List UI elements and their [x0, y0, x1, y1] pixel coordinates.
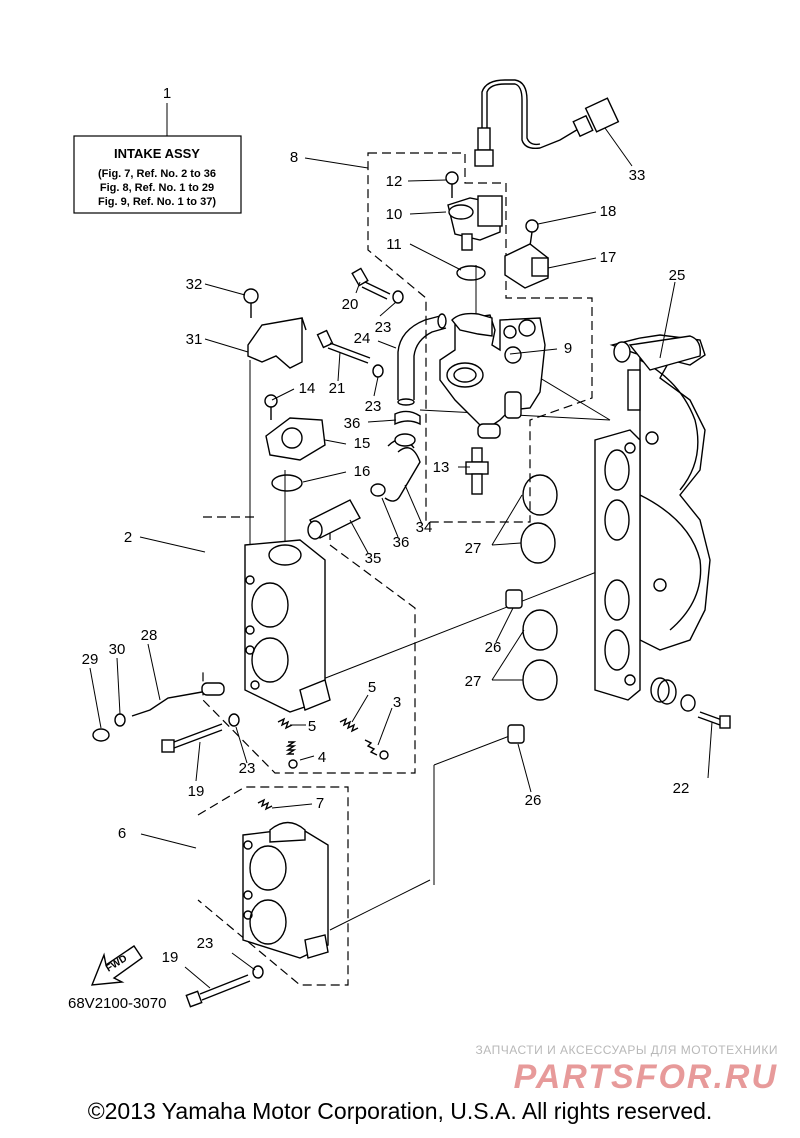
link-rod-28 [92, 682, 225, 742]
callout-15: 15 [354, 435, 371, 452]
callout-29: 29 [82, 651, 99, 668]
callout-20: 20 [342, 296, 359, 313]
intake-assy-title-box: INTAKE ASSY (Fig. 7, Ref. No. 2 to 36 Fi… [73, 103, 242, 214]
callout-21: 21 [329, 380, 346, 397]
collars-26 [505, 589, 525, 744]
callout-24: 24 [354, 330, 371, 347]
callout-14: 14 [299, 380, 316, 397]
callout-12: 12 [386, 173, 403, 190]
wiring-harness-33 [474, 79, 633, 167]
bolt-22 [650, 677, 731, 729]
callout-31: 31 [186, 331, 203, 348]
fwd-direction-icon: FWD [90, 945, 143, 986]
callout-11: 11 [386, 236, 402, 253]
callout-26b: 26 [525, 792, 542, 809]
title-line-1: (Fig. 7, Ref. No. 2 to 36 [98, 168, 216, 180]
title-line-3: Fig. 9, Ref. No. 1 to 37) [98, 196, 216, 208]
springs-and-screws [277, 717, 389, 769]
callout-25: 25 [669, 267, 686, 284]
callout-23a: 23 [375, 319, 392, 336]
assembly-outlines [197, 152, 593, 986]
callout-19b: 19 [162, 949, 179, 966]
plug-13 [465, 447, 489, 495]
throttle-body-2 [244, 539, 331, 713]
callout-23d: 23 [197, 935, 214, 952]
callout-23b: 23 [365, 398, 382, 415]
callout-28: 28 [141, 627, 158, 644]
callout-23c: 23 [239, 760, 256, 777]
hose-parts [307, 410, 421, 540]
callout-9: 9 [564, 340, 572, 357]
callout-30: 30 [109, 641, 126, 658]
intake-housing-9 [439, 312, 546, 439]
watermark-logo: PARTSFOR.RU [513, 1058, 778, 1096]
reference-lines [249, 265, 641, 931]
bolt-20 [351, 267, 404, 304]
callout-10: 10 [386, 206, 403, 223]
title-heading: INTAKE ASSY [114, 146, 200, 161]
callout-18: 18 [600, 203, 617, 220]
bolt-21 [316, 329, 384, 378]
callout-27b: 27 [465, 673, 482, 690]
intake-manifold-25 [594, 334, 711, 701]
watermark-caption: ЗАПЧАСТИ И АКСЕССУАРЫ ДЛЯ МОТОТЕХНИКИ [475, 1043, 778, 1057]
copyright-notice: ©2013 Yamaha Motor Corporation, U.S.A. A… [87, 1098, 713, 1124]
callout-16: 16 [354, 463, 371, 480]
valve-assembly-10 [445, 171, 503, 281]
bolt-19-upper [161, 713, 240, 753]
callout-3: 3 [393, 694, 401, 711]
callout-4: 4 [318, 749, 326, 766]
sensor-15 [264, 394, 326, 492]
callout-34: 34 [416, 519, 433, 536]
callout-36b: 36 [393, 534, 410, 551]
sensor-17 [504, 219, 549, 289]
callout-19a: 19 [188, 783, 205, 800]
callout-numbers: 1 2 3 4 5 5 6 7 8 9 10 11 12 13 14 15 16… [82, 85, 690, 966]
callout-6: 6 [118, 825, 126, 842]
callout-13: 13 [433, 459, 450, 476]
callout-36a: 36 [344, 415, 361, 432]
callout-17: 17 [600, 249, 617, 266]
throttle-body-6 [242, 798, 329, 959]
leader-lines [89, 157, 713, 989]
callout-27a: 27 [465, 540, 482, 557]
callout-8: 8 [290, 149, 298, 166]
bracket-31 [243, 288, 307, 369]
callout-35: 35 [365, 550, 382, 567]
hose-24 [397, 313, 447, 406]
callout-1: 1 [163, 85, 171, 102]
callout-26a: 26 [485, 639, 502, 656]
callout-22: 22 [673, 780, 690, 797]
callout-7: 7 [316, 795, 324, 812]
callout-33: 33 [629, 167, 646, 184]
title-line-2: Fig. 8, Ref. No. 1 to 29 [100, 182, 214, 194]
callout-32: 32 [186, 276, 203, 293]
callout-5b: 5 [308, 718, 316, 735]
gaskets-27 [520, 474, 558, 701]
callout-5a: 5 [368, 679, 376, 696]
diagram-code: 68V2100-3070 [68, 995, 166, 1012]
callout-2: 2 [124, 529, 132, 546]
bolt-19-lower [185, 965, 264, 1008]
